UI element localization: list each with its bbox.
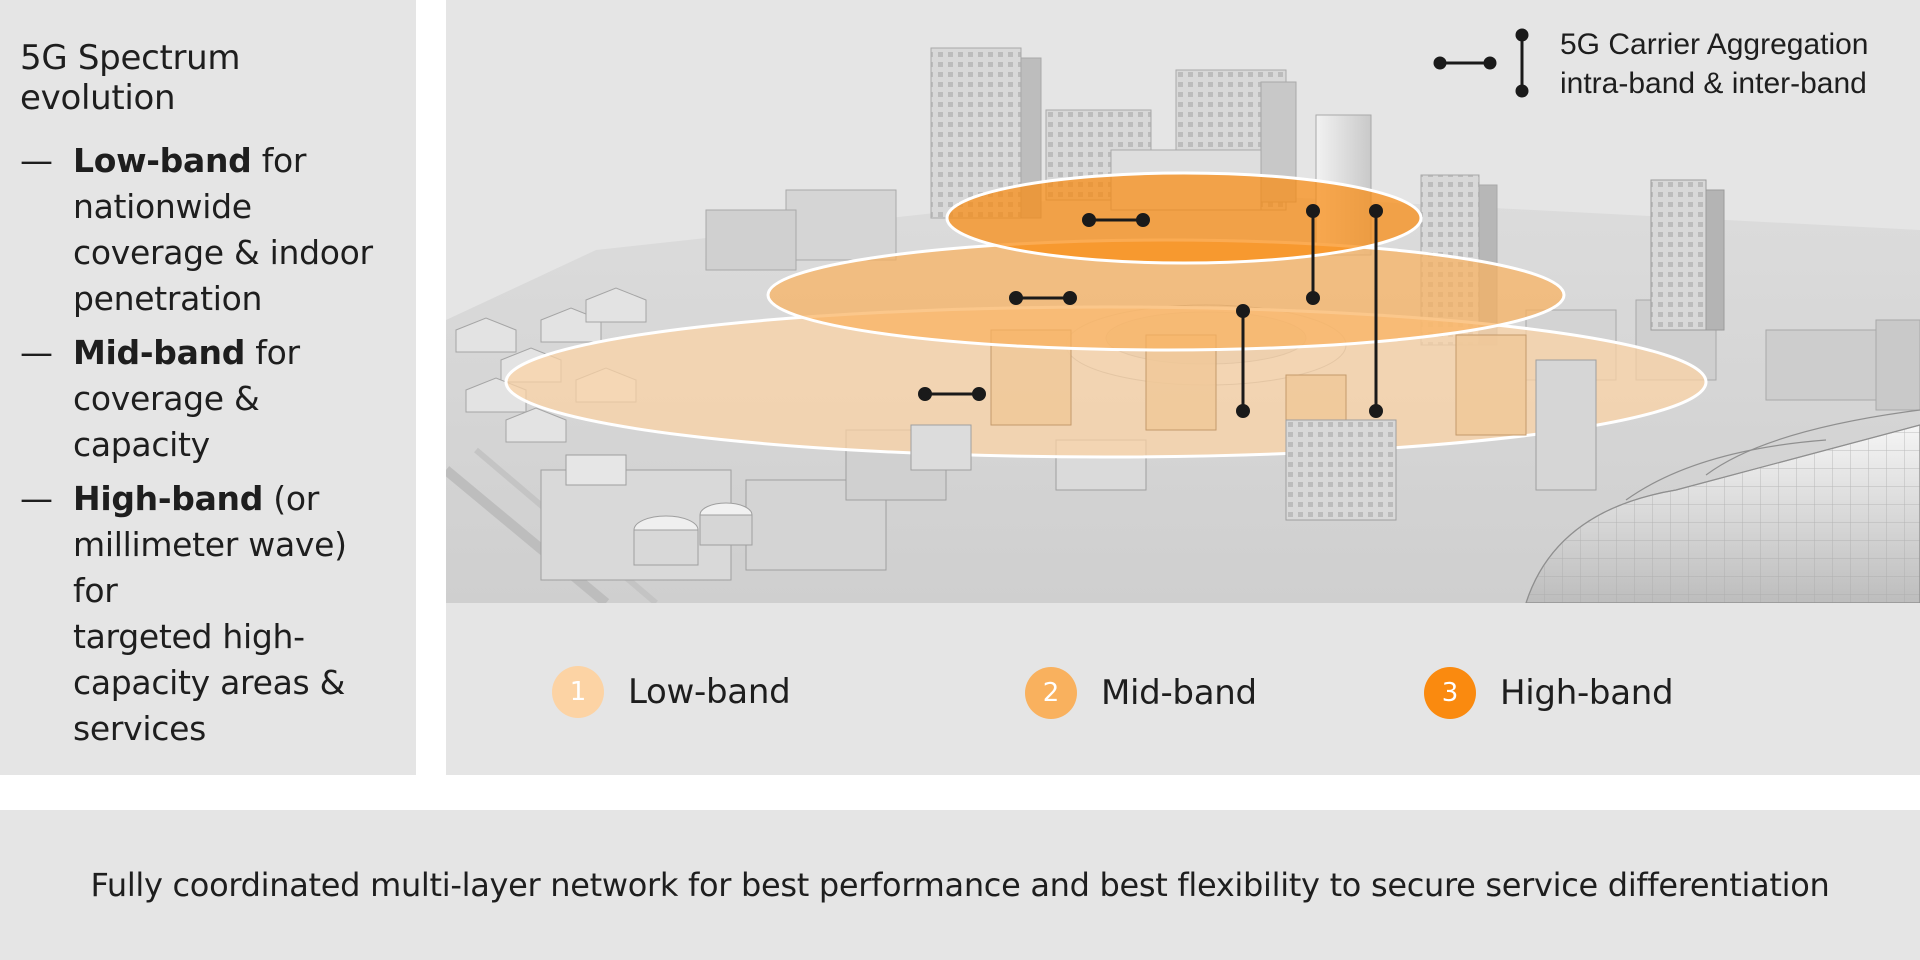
bullet-high-band: — High-band (or millimeter wave) for tar… [20,476,396,752]
bullet-line: capacity areas & [73,663,346,702]
bullet-rest: for [251,141,307,180]
bullet-rest: for [245,333,300,372]
carrier-aggregation-line1: 5G Carrier Aggregation [1560,28,1869,61]
bullet-line: nationwide [73,187,252,226]
bullet-bold: Mid-band [73,333,246,372]
bullet-line: coverage & indoor [73,233,373,272]
bullet-line: targeted high- [73,617,305,656]
carrier-aggregation-icon [1433,28,1529,98]
bullet-line: services [73,709,206,748]
panel-title: 5G Spectrum evolution [20,38,241,118]
bullet-text: Low-band for nationwide coverage & indoo… [73,138,396,322]
bullet-bold: Low-band [73,141,252,180]
legend-high-band: 3 High-band [1424,667,1674,719]
footer-banner: Fully coordinated multi-layer network fo… [0,810,1920,960]
legend-low-band: 1 Low-band [552,666,791,718]
carrier-aggregation-connectors [918,204,1383,418]
bullet-mid-band: — Mid-band for coverage & capacity [20,330,396,468]
legend-mid-band: 2 Mid-band [1025,667,1257,719]
bullet-dash: — [20,479,53,518]
legend-circle-3: 3 [1424,667,1476,719]
bullet-dash: — [20,141,53,180]
bullet-dash: — [20,333,53,372]
legend-label: High-band [1500,673,1674,713]
right-tower [1650,179,1725,331]
city-illustration: 5G Carrier Aggregation intra-band & inte… [446,28,1920,603]
bullet-line: penetration [73,279,263,318]
legend-label: Mid-band [1101,673,1257,713]
legend-circle-2: 2 [1025,667,1077,719]
foreground-buildings [910,359,1597,521]
diagram-panel: 5G Carrier Aggregation intra-band & inte… [446,0,1920,775]
train-station [1525,409,1920,603]
bullet-text: Mid-band for coverage & capacity [73,330,396,468]
bullet-line: coverage & capacity [73,379,260,464]
carrier-aggregation-line2: intra-band & inter-band [1560,67,1867,100]
legend-circle-1: 1 [552,666,604,718]
bullet-text: High-band (or millimeter wave) for targe… [73,476,396,752]
spectrum-panel: 5G Spectrum evolution — Low-band for nat… [0,0,416,775]
bullet-line: millimeter wave) for [73,525,347,610]
bullet-bold: High-band [73,479,264,518]
coverage-high-band [945,171,1423,265]
footer-text: Fully coordinated multi-layer network fo… [90,866,1830,904]
bullet-rest: (or [263,479,319,518]
bullet-low-band: — Low-band for nationwide coverage & ind… [20,138,396,322]
legend-label: Low-band [628,672,791,712]
